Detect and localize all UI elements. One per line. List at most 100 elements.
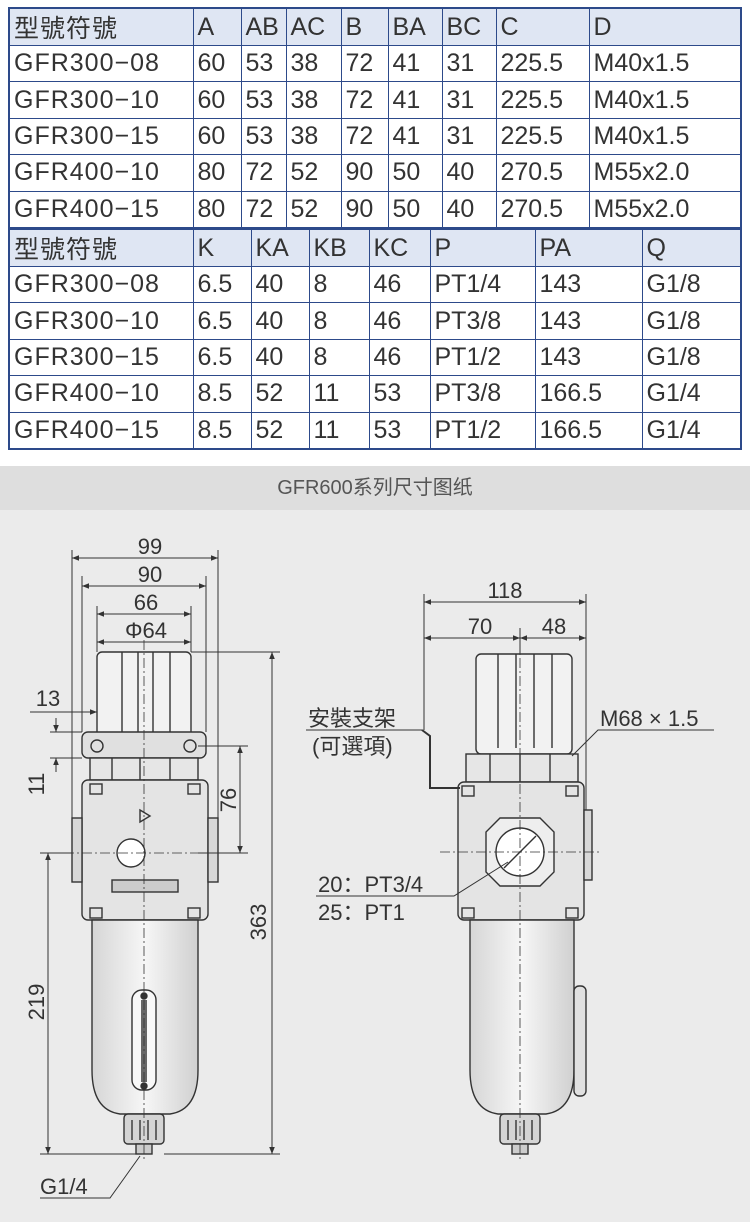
column-header: B xyxy=(340,7,389,46)
table-cell: 52 xyxy=(250,411,310,450)
table-cell: PT1/2 xyxy=(429,338,536,377)
table-cell: 41 xyxy=(387,117,443,156)
bracket-optional-label: (可選項) xyxy=(312,734,393,759)
table-cell: 52 xyxy=(285,154,342,192)
table-cell: 52 xyxy=(285,190,342,229)
table-cell: 50 xyxy=(387,154,443,192)
table-cell: 50 xyxy=(387,190,443,229)
table-cell: G1/4 xyxy=(641,411,742,450)
dim-219-label: 219 xyxy=(24,984,49,1021)
dim-13-label: 13 xyxy=(36,686,60,711)
center-line xyxy=(64,640,230,1160)
bracket-label: 安裝支架 xyxy=(308,706,396,731)
table-cell: 53 xyxy=(240,81,287,119)
table-cell: 53 xyxy=(368,375,431,413)
front-labels: 99 90 66 Φ64 13 11 76 363 219 G1/4 xyxy=(24,534,271,1199)
table-cell: 8.5 xyxy=(192,411,252,450)
table-cell: 46 xyxy=(368,265,431,304)
table-cell: M40x1.5 xyxy=(588,81,742,119)
port-25-label: 25：PT1 xyxy=(318,900,405,925)
table-cell: 40 xyxy=(250,338,310,377)
table-cell: 6.5 xyxy=(192,265,252,304)
table-cell: GFR300−08 xyxy=(8,44,194,83)
dim-363-label: 363 xyxy=(246,904,271,941)
table-cell: GFR300−08 xyxy=(8,265,194,304)
table-cell: 143 xyxy=(534,265,643,304)
table-cell: 38 xyxy=(285,81,342,119)
table-cell: 72 xyxy=(340,81,389,119)
dim-66-label: 66 xyxy=(134,590,158,615)
port-20-label: 20：PT3/4 xyxy=(318,872,423,897)
table-cell: 270.5 xyxy=(495,190,590,229)
table-cell: 72 xyxy=(240,190,287,229)
table-cell: 53 xyxy=(240,44,287,83)
table-cell: GFR300−15 xyxy=(8,117,194,156)
table-cell: 8 xyxy=(308,265,370,304)
table-cell: 31 xyxy=(441,81,497,119)
table-cell: 166.5 xyxy=(534,411,643,450)
table-cell: 46 xyxy=(368,302,431,340)
side-labels: 118 70 48 M68 × 1.5 安裝支架 (可選項) 20：PT3/4 … xyxy=(308,578,698,925)
dim-70-label: 70 xyxy=(468,614,492,639)
column-header: BC xyxy=(441,7,497,46)
table-cell: GFR400−15 xyxy=(8,411,194,450)
table-cell: GFR400−10 xyxy=(8,375,194,413)
table-cell: 11 xyxy=(308,375,370,413)
table-cell: 225.5 xyxy=(495,44,590,83)
table-cell: 40 xyxy=(441,154,497,192)
dim-76-label: 76 xyxy=(216,788,241,812)
table-cell: 38 xyxy=(285,44,342,83)
port-bottom-label: G1/4 xyxy=(40,1174,88,1199)
column-header: KA xyxy=(250,228,310,267)
column-header: P xyxy=(429,228,536,267)
column-header: 型號符號 xyxy=(8,228,194,267)
table-cell: PT1/4 xyxy=(429,265,536,304)
table-cell: PT3/8 xyxy=(429,302,536,340)
table-cell: G1/8 xyxy=(641,265,742,304)
dim-11-label: 11 xyxy=(24,773,49,796)
table-cell: 40 xyxy=(441,190,497,229)
table-cell: 31 xyxy=(441,117,497,156)
table-cell: 11 xyxy=(308,411,370,450)
table-cell: 80 xyxy=(192,154,242,192)
column-header: 型號符號 xyxy=(8,7,194,46)
table-cell: 53 xyxy=(240,117,287,156)
table-cell: 225.5 xyxy=(495,81,590,119)
table-cell: 8 xyxy=(308,302,370,340)
table-cell: 38 xyxy=(285,117,342,156)
table-cell: M40x1.5 xyxy=(588,117,742,156)
front-view xyxy=(71,651,219,1155)
table-cell: M40x1.5 xyxy=(588,44,742,83)
table-cell: PT1/2 xyxy=(429,411,536,450)
column-header: A xyxy=(192,7,242,46)
side-center-line xyxy=(440,640,600,1160)
column-header: AC xyxy=(285,7,342,46)
column-header: C xyxy=(495,7,590,46)
table-cell: G1/8 xyxy=(641,302,742,340)
table-cell: 8 xyxy=(308,338,370,377)
dim-48-label: 48 xyxy=(542,614,566,639)
table-cell: GFR300−15 xyxy=(8,338,194,377)
thread-label: M68 × 1.5 xyxy=(600,706,698,731)
column-header: K xyxy=(192,228,252,267)
dimension-drawing: 99 90 66 Φ64 13 11 76 363 219 G1/4 xyxy=(0,510,750,1222)
table-cell: 143 xyxy=(534,338,643,377)
table-cell: 72 xyxy=(340,44,389,83)
table-cell: G1/4 xyxy=(641,375,742,413)
table-cell: 53 xyxy=(368,411,431,450)
table-cell: 41 xyxy=(387,81,443,119)
table-cell: 80 xyxy=(192,190,242,229)
dim-118-label: 118 xyxy=(487,578,522,603)
table-cell: 40 xyxy=(250,265,310,304)
table-cell: 31 xyxy=(441,44,497,83)
